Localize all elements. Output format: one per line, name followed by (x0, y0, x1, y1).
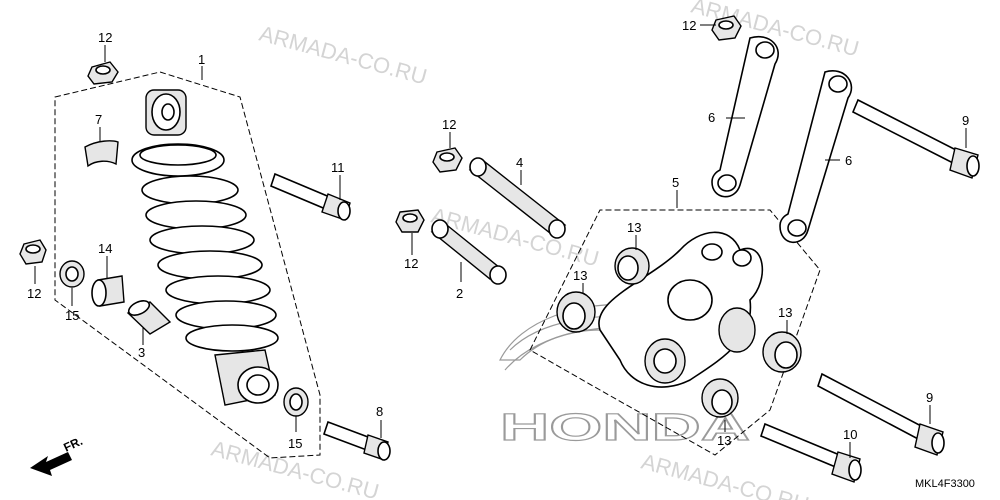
callouts: 12 1 7 11 14 12 15 3 15 8 12 4 12 2 5 13… (27, 18, 969, 451)
collar-2 (430, 219, 507, 285)
collar-3 (126, 300, 172, 335)
callout-10: 10 (843, 427, 857, 442)
bearing-13 (556, 291, 596, 333)
tie-rod-6 (779, 70, 853, 244)
rear-shock-absorber (131, 89, 279, 406)
callout-12: 12 (98, 30, 112, 45)
callout-9: 9 (926, 390, 933, 405)
callout-11: 11 (331, 160, 345, 175)
callout-15: 15 (65, 308, 79, 323)
direction-label: FR. (61, 434, 84, 455)
bearing-13 (701, 378, 739, 418)
callout-14: 14 (98, 241, 112, 256)
bearing-13 (614, 247, 650, 285)
callout-7: 7 (95, 112, 102, 127)
bolt-11 (270, 172, 351, 221)
callout-1: 1 (198, 52, 205, 67)
callout-4: 4 (516, 155, 523, 170)
callout-12: 12 (404, 256, 418, 271)
bearing-13 (762, 331, 802, 373)
nut-12 (19, 239, 47, 265)
callout-13: 13 (717, 433, 731, 448)
callout-15: 15 (288, 436, 302, 451)
front-direction-indicator: FR. (30, 434, 85, 476)
seal-15 (283, 387, 309, 417)
diagram-code: MKL4F3300 (915, 478, 975, 490)
shock-group-outline (54, 71, 321, 459)
nut-12 (432, 147, 463, 173)
callout-6: 6 (845, 153, 852, 168)
collar-4 (468, 157, 567, 239)
cushion-arm-5 (598, 231, 764, 388)
seal-15 (59, 260, 85, 288)
callout-12: 12 (442, 117, 456, 132)
watermark-text: ARMADA-CO.RU (639, 449, 812, 500)
bolt-10 (760, 422, 862, 483)
callout-5: 5 (672, 175, 679, 190)
callout-2: 2 (456, 286, 463, 301)
leader-lines (34, 24, 967, 458)
arrow-left-icon (30, 452, 72, 476)
callout-3: 3 (138, 345, 145, 360)
nut-12 (711, 15, 742, 41)
tie-rod-6 (711, 35, 779, 198)
nut-12 (87, 61, 119, 85)
bolt-9 (851, 98, 980, 179)
callout-9: 9 (962, 113, 969, 128)
callout-13: 13 (778, 305, 792, 320)
needle-bearing-14 (91, 275, 125, 307)
callout-8: 8 (376, 404, 383, 419)
label-sticker (84, 140, 119, 168)
bolt-8 (322, 420, 391, 461)
bolt-9 (817, 372, 945, 456)
callout-12: 12 (682, 18, 696, 33)
watermark-text: ARMADA-CO.RU (257, 21, 430, 90)
callout-6: 6 (708, 110, 715, 125)
nut-12 (395, 209, 425, 233)
callout-12: 12 (27, 286, 41, 301)
callout-13: 13 (573, 268, 587, 283)
callout-13: 13 (627, 220, 641, 235)
